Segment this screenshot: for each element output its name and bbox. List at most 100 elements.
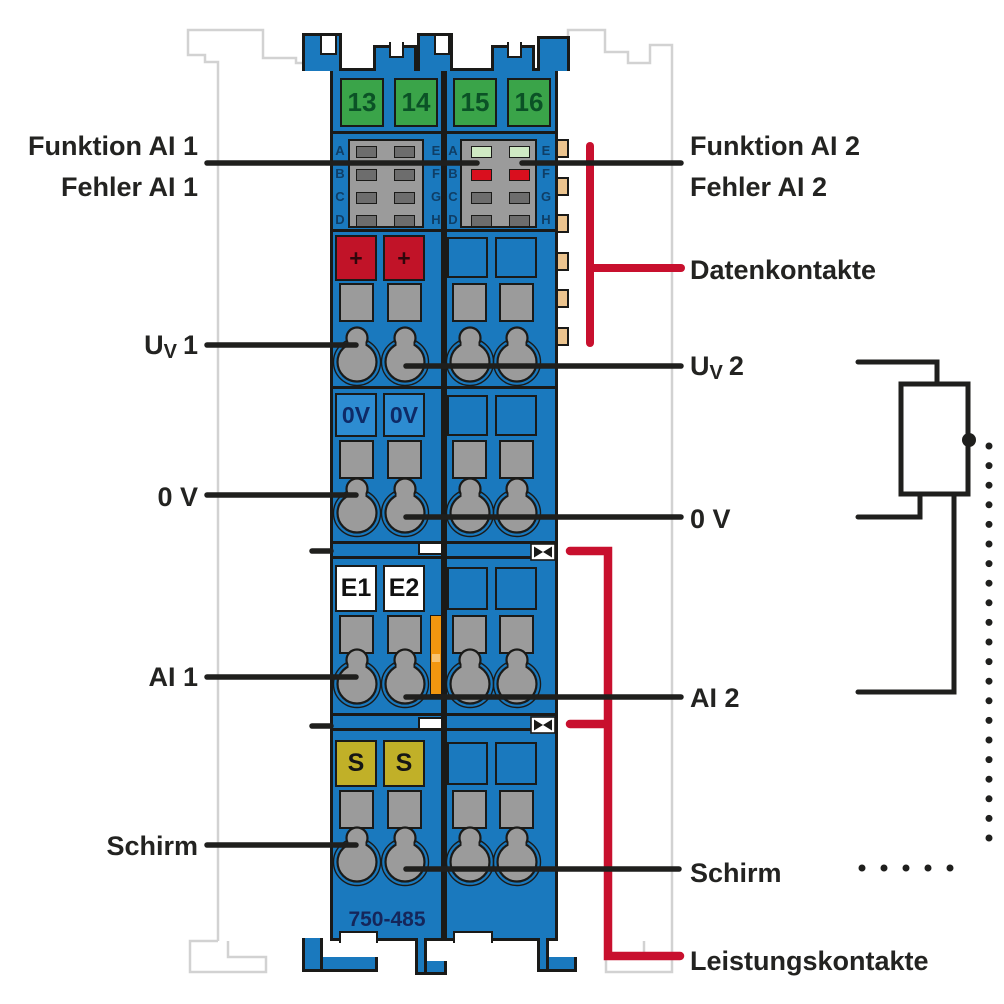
led-off bbox=[356, 146, 377, 158]
shield-marking: S bbox=[335, 740, 377, 787]
plus-terminal-marking: + bbox=[335, 235, 377, 281]
schematic-ov-wire bbox=[855, 491, 923, 520]
led-off bbox=[471, 192, 492, 204]
zero-volt-marking: 0V bbox=[335, 393, 377, 437]
junction-dot bbox=[962, 433, 976, 447]
blank-terminal-field bbox=[495, 742, 537, 785]
section-line bbox=[333, 713, 555, 716]
led-letter: F bbox=[542, 166, 550, 181]
blank-terminal-field bbox=[447, 567, 488, 610]
divider-notch bbox=[418, 542, 443, 555]
rail-recess bbox=[453, 931, 493, 943]
right-neighbour-outline bbox=[558, 28, 674, 941]
led-off bbox=[356, 215, 377, 227]
wire-entry bbox=[387, 790, 422, 829]
wire-entry bbox=[499, 615, 534, 654]
uv2-base: U bbox=[690, 351, 710, 381]
led-letter: C bbox=[448, 189, 458, 204]
label-ai2: AI 2 bbox=[690, 683, 740, 713]
uv1-num: 1 bbox=[182, 330, 198, 360]
led-error-red bbox=[471, 169, 492, 181]
top-rib-notch bbox=[507, 42, 522, 58]
data-contact bbox=[556, 289, 569, 308]
rail-foot-leg bbox=[415, 938, 427, 975]
left-neighbour-foot-outline bbox=[188, 939, 268, 974]
data-contact bbox=[556, 327, 569, 346]
led-letter: G bbox=[430, 189, 442, 204]
led-letter: A bbox=[335, 143, 345, 158]
rail-foot-leg bbox=[537, 938, 549, 972]
data-contact bbox=[556, 252, 569, 271]
terminal-number-15: 15 bbox=[453, 78, 497, 127]
blank-terminal-field bbox=[495, 395, 537, 436]
terminal-number-16: 16 bbox=[507, 78, 551, 127]
wire-entry bbox=[339, 283, 374, 322]
led-letter: H bbox=[431, 212, 441, 227]
plus-terminal-marking: + bbox=[383, 235, 425, 281]
label-schirm1: Schirm bbox=[106, 831, 198, 861]
data-contact bbox=[556, 177, 569, 196]
wire-entry bbox=[452, 615, 487, 654]
zero-volt-marking: 0V bbox=[383, 393, 425, 437]
leistungskontakte-line bbox=[565, 546, 685, 961]
label-funktion-ai2: Funktion AI 2 bbox=[690, 131, 860, 161]
module-id: 750-485 bbox=[348, 908, 426, 931]
top-rib-notch bbox=[389, 42, 404, 58]
terminal-number-14: 14 bbox=[394, 78, 438, 127]
led-off bbox=[394, 146, 415, 158]
led-off bbox=[471, 215, 492, 227]
label-leistungskontakte: Leistungskontakte bbox=[690, 946, 929, 976]
led-error-red bbox=[509, 169, 530, 181]
led-letter: E bbox=[431, 143, 441, 158]
right-neighbour-foot-outline bbox=[604, 941, 674, 974]
wire-entry bbox=[499, 440, 534, 479]
top-rib bbox=[491, 45, 535, 71]
wire-entry bbox=[387, 440, 422, 479]
orange-coding-highlight bbox=[432, 654, 440, 662]
input-1-marking: E1 bbox=[335, 565, 377, 612]
label-fehler-ai2: Fehler AI 2 bbox=[690, 172, 828, 202]
led-off bbox=[509, 215, 530, 227]
led-function-green bbox=[471, 146, 492, 158]
led-letter: H bbox=[541, 212, 551, 227]
led-letter: D bbox=[335, 212, 345, 227]
wire-entry bbox=[452, 790, 487, 829]
wire-entry bbox=[387, 283, 422, 322]
sensor-schematic bbox=[855, 359, 993, 872]
led-letter: D bbox=[448, 212, 458, 227]
blank-terminal-field bbox=[495, 567, 537, 610]
led-off bbox=[356, 192, 377, 204]
section-line bbox=[333, 541, 555, 544]
led-function-green bbox=[509, 146, 530, 158]
led-off bbox=[394, 169, 415, 181]
led-off bbox=[394, 192, 415, 204]
latch-tab-notch bbox=[320, 36, 337, 55]
blank-terminal-field bbox=[447, 237, 488, 278]
data-contact bbox=[556, 139, 569, 158]
section-line bbox=[333, 728, 555, 731]
wire-entry bbox=[452, 440, 487, 479]
wire-entry bbox=[339, 615, 374, 654]
label-ov1: 0 V bbox=[157, 482, 198, 512]
led-off bbox=[509, 192, 530, 204]
led-off bbox=[394, 215, 415, 227]
section-line bbox=[333, 386, 555, 389]
data-contact bbox=[556, 214, 569, 233]
input-2-marking: E2 bbox=[383, 565, 425, 612]
led-letter: B bbox=[448, 166, 458, 181]
label-ov2: 0 V bbox=[690, 504, 731, 534]
red-leader-lines bbox=[565, 142, 685, 961]
left-neighbour-outline bbox=[186, 28, 302, 941]
latch-tab-notch bbox=[434, 36, 450, 55]
latch-tab bbox=[537, 36, 570, 71]
wire-entry bbox=[499, 283, 534, 322]
shield-marking: S bbox=[383, 740, 425, 787]
led-letter: G bbox=[540, 189, 552, 204]
terminal-number-13: 13 bbox=[340, 78, 384, 127]
wire-entry bbox=[499, 790, 534, 829]
rail-foot-leg bbox=[302, 938, 323, 972]
uv1-sub: V bbox=[163, 341, 177, 363]
led-letter: E bbox=[541, 143, 551, 158]
